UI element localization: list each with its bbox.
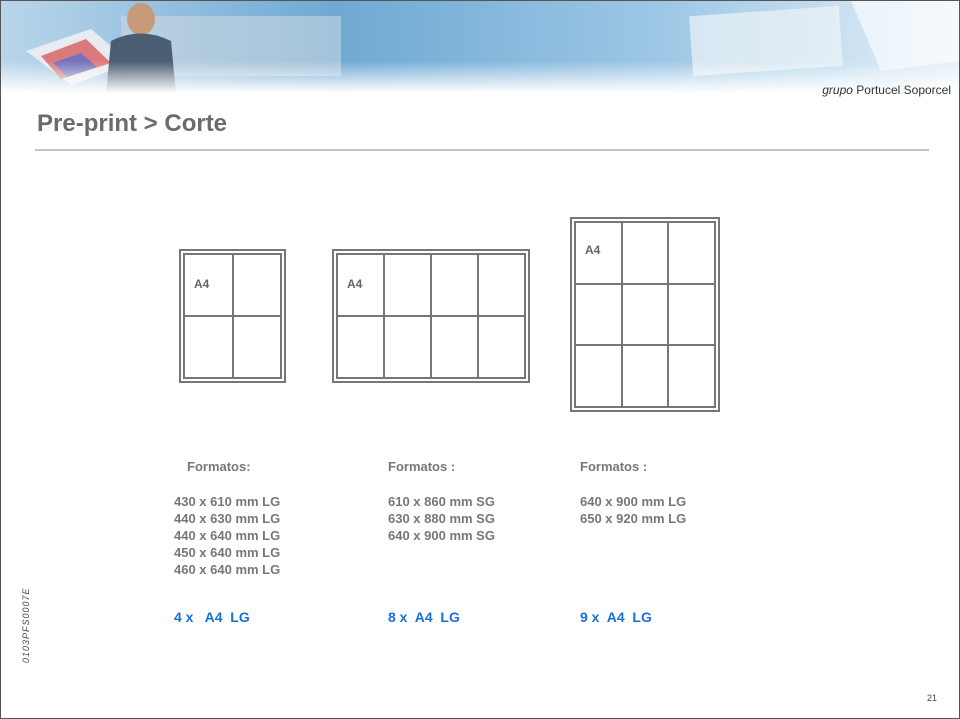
cell-label: A4 xyxy=(194,277,209,291)
banner-image xyxy=(1,1,959,93)
sheet-cell xyxy=(384,254,431,316)
sheet-3x3: A4 xyxy=(570,217,720,412)
page-number: 21 xyxy=(927,693,937,703)
sheet-cell xyxy=(622,284,669,346)
sheet-cell xyxy=(575,345,622,407)
sheet-cell xyxy=(668,222,715,284)
sheet-cell xyxy=(431,254,478,316)
format-size: 450 x 640 mm LG xyxy=(174,544,364,561)
sheet-cell: A4 xyxy=(184,254,233,316)
sheet-4x2: A4 xyxy=(332,249,530,383)
sheet-cell xyxy=(233,316,282,378)
company-prefix: grupo xyxy=(822,83,853,97)
format-size: 630 x 880 mm SG xyxy=(388,510,578,527)
format-heading: Formatos: xyxy=(187,459,377,474)
sheet-cell xyxy=(622,345,669,407)
sheet-cell xyxy=(478,254,525,316)
sheet-cell xyxy=(478,316,525,378)
format-heading: Formatos : xyxy=(580,459,770,474)
format-size: 640 x 900 mm SG xyxy=(388,527,578,544)
company-name: Portucel Soporcel xyxy=(856,83,951,97)
title-divider xyxy=(35,149,929,151)
document-code: 0103PFS0007E xyxy=(21,593,35,663)
sheet-cell: A4 xyxy=(337,254,384,316)
format-size: 430 x 610 mm LG xyxy=(174,493,364,510)
sheet-cell xyxy=(384,316,431,378)
format-result: 9 x A4 LG xyxy=(580,609,652,625)
sheet-cell xyxy=(233,254,282,316)
format-heading: Formatos : xyxy=(388,459,578,474)
company-logo: grupo Portucel Soporcel xyxy=(822,83,951,97)
format-sizes-1: 430 x 610 mm LG 440 x 630 mm LG 440 x 64… xyxy=(174,493,364,578)
sheet-cell xyxy=(668,284,715,346)
format-sizes-2: 610 x 860 mm SG 630 x 880 mm SG 640 x 90… xyxy=(388,493,578,544)
sheet-cell xyxy=(575,284,622,346)
format-result: 4 x A4 LG xyxy=(174,609,250,625)
cell-label: A4 xyxy=(347,277,362,291)
format-size: 610 x 860 mm SG xyxy=(388,493,578,510)
sheet-2x2: A4 xyxy=(179,249,286,383)
format-result: 8 x A4 LG xyxy=(388,609,460,625)
format-size: 440 x 630 mm LG xyxy=(174,510,364,527)
sheet-cell xyxy=(622,222,669,284)
format-size: 650 x 920 mm LG xyxy=(580,510,770,527)
format-size: 460 x 640 mm LG xyxy=(174,561,364,578)
sheet-cell xyxy=(337,316,384,378)
sheet-cell xyxy=(668,345,715,407)
format-sizes-3: 640 x 900 mm LG 650 x 920 mm LG xyxy=(580,493,770,527)
header-banner xyxy=(1,1,959,93)
format-size: 640 x 900 mm LG xyxy=(580,493,770,510)
slide-title: Pre-print > Corte xyxy=(37,110,227,138)
sheet-cell: A4 xyxy=(575,222,622,284)
format-size: 440 x 640 mm LG xyxy=(174,527,364,544)
sheet-cell xyxy=(431,316,478,378)
sheet-cell xyxy=(184,316,233,378)
cell-label: A4 xyxy=(585,243,600,257)
